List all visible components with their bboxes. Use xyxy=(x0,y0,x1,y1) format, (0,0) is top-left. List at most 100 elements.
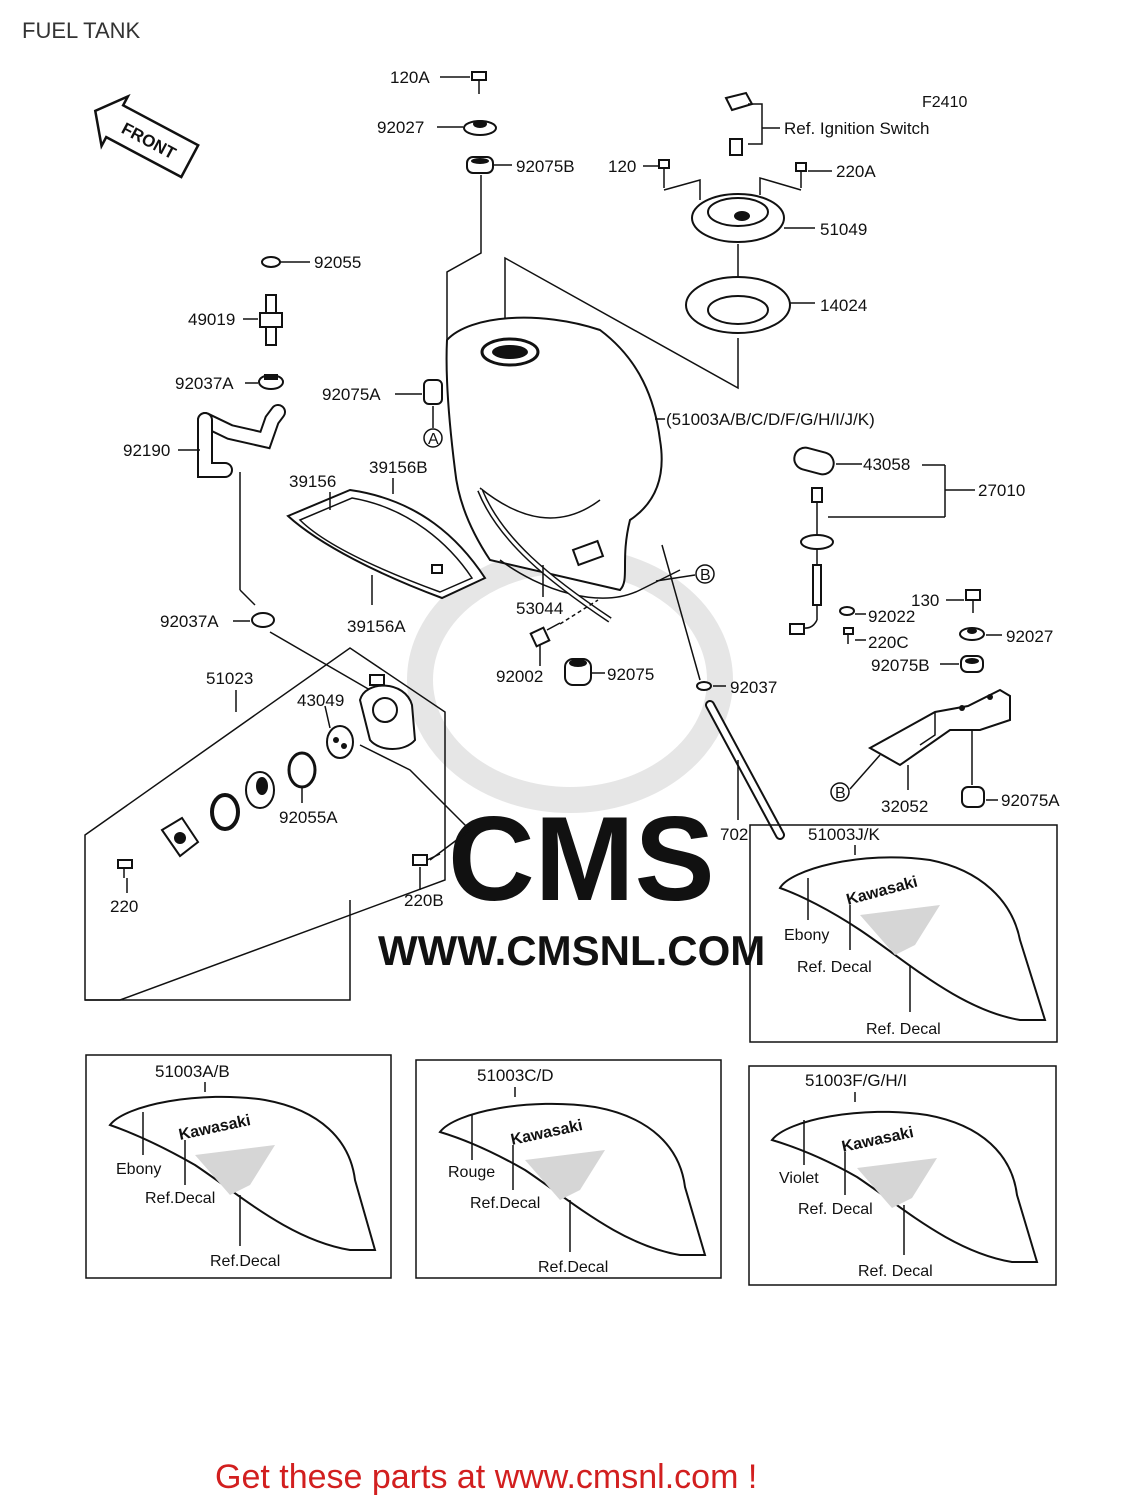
inset-ab-decal2: Ref.Decal xyxy=(210,1253,280,1270)
callout-92027-top: 92027 xyxy=(377,118,424,137)
bracket-32052-icon xyxy=(867,688,1011,767)
callout-92190: 92190 xyxy=(123,441,170,460)
callout-220C: 220C xyxy=(868,633,909,652)
fuel-cock-43049-icon xyxy=(358,674,417,750)
callout-43058: 43058 xyxy=(863,455,910,474)
bolt-120A-icon xyxy=(471,71,487,94)
ref-circle-A-icon xyxy=(423,428,443,448)
inset-cd-title: 51003C/D xyxy=(477,1066,554,1085)
callout-39156B: 39156B xyxy=(369,458,428,477)
diaphragm-43049-icon xyxy=(326,725,354,759)
inset-jk-decal1: Ref. Decal xyxy=(797,959,872,976)
inset-51003JK: 51003J/K Kawasaki Ebony Ref. Decal Ref. … xyxy=(749,824,1058,1043)
callout-27010: 27010 xyxy=(978,481,1025,500)
callout-120A: 120A xyxy=(390,68,430,87)
callout-92037A-bottom: 92037A xyxy=(160,612,219,631)
inset-jk-title: 51003J/K xyxy=(808,825,880,844)
callout-130: 130 xyxy=(911,591,939,610)
callout-92027-right: 92027 xyxy=(1006,627,1053,646)
bolt-92002-icon xyxy=(529,622,561,648)
cap-assembly-51049-icon xyxy=(691,193,785,243)
callout-53044: 53044 xyxy=(516,599,563,618)
callout-92055A: 92055A xyxy=(279,808,338,827)
callout-92055: 92055 xyxy=(314,253,361,272)
screw-220A-icon xyxy=(795,162,807,188)
callout-43049: 43049 xyxy=(297,691,344,710)
watermark-brand: CMS xyxy=(448,792,715,926)
inset-ab-title: 51003A/B xyxy=(155,1062,230,1081)
callout-220B: 220B xyxy=(404,891,444,910)
callout-92075B-right: 92075B xyxy=(871,656,930,675)
washer-92022-icon xyxy=(839,606,855,616)
ref-circle-B2: B xyxy=(835,785,846,802)
watermark: CMS WWW.CMSNL.COM xyxy=(378,547,765,974)
callout-ref-ignition-switch: Ref. Ignition Switch xyxy=(784,119,930,138)
inset-fghi-decal1: Ref. Decal xyxy=(798,1201,873,1218)
callout-702: 702 xyxy=(720,825,748,844)
filter-icon xyxy=(245,771,275,809)
callout-92075A-right: 92075A xyxy=(1001,791,1060,810)
damper-92075A-right-icon xyxy=(961,786,985,808)
damper-92075B-icon xyxy=(466,156,494,174)
inset-51003FGHI: 51003F/G/H/I Kawasaki Violet Ref. Decal … xyxy=(748,1065,1057,1286)
inset-ab-decal1: Ref.Decal xyxy=(145,1190,215,1207)
plate-icon xyxy=(160,816,200,858)
callout-51003-all: (51003A/B/C/D/F/G/H/I/J/K) xyxy=(666,410,875,429)
ignition-key-icon xyxy=(724,91,754,156)
side-cover-39156-icon xyxy=(286,488,487,600)
callout-220A: 220A xyxy=(836,162,876,181)
clamp-92037-icon xyxy=(696,681,712,691)
oring-92055-icon xyxy=(261,256,281,268)
screw-220C-icon xyxy=(843,627,854,644)
clamp-92037A-top-icon xyxy=(258,374,284,390)
callout-51023: 51023 xyxy=(206,669,253,688)
bolt-130-icon xyxy=(965,589,981,613)
screw-220-icon xyxy=(117,859,133,878)
screw-220B-icon xyxy=(412,853,441,866)
callout-49019: 49019 xyxy=(188,310,235,329)
callout-14024: 14024 xyxy=(820,296,867,315)
inset-fghi-color: Violet xyxy=(779,1170,819,1187)
callout-220: 220 xyxy=(110,897,138,916)
cap-92027-right-icon xyxy=(959,627,985,641)
inset-fghi-title: 51003F/G/H/I xyxy=(805,1071,907,1090)
strip-53044-icon xyxy=(477,488,612,623)
fuel-gauge-sender-icon xyxy=(789,487,834,635)
front-arrow-icon: FRONT xyxy=(93,93,200,179)
inset-cd-decal2: Ref.Decal xyxy=(538,1259,608,1276)
gasket-43058-icon xyxy=(793,446,835,476)
callout-32052: 32052 xyxy=(881,797,928,816)
figure-code: F2410 xyxy=(922,94,967,111)
callout-51049: 51049 xyxy=(820,220,867,239)
page-title: FUEL TANK xyxy=(22,18,141,43)
ref-circle-B1: B xyxy=(700,567,711,584)
hose-92190-icon xyxy=(197,404,286,478)
callout-39156: 39156 xyxy=(289,472,336,491)
damper-92075A-left-icon xyxy=(423,379,443,405)
inset-fghi-decal2: Ref. Decal xyxy=(858,1263,933,1280)
damper-92075B-right-icon xyxy=(960,655,984,673)
inset-cd-decal1: Ref.Decal xyxy=(470,1195,540,1212)
ref-circle-B1-icon xyxy=(695,564,715,584)
ref-circle-B2-icon xyxy=(830,782,850,802)
inset-51003CD: 51003C/D Kawasaki Rouge Ref.Decal Ref.De… xyxy=(415,1059,722,1279)
inset-jk-color: Ebony xyxy=(784,927,829,944)
inset-51003AB: 51003A/B Kawasaki Ebony Ref.Decal Ref.De… xyxy=(85,1054,392,1279)
footer-link[interactable]: Get these parts at www.cmsnl.com ! xyxy=(215,1458,757,1496)
cap-92027-icon xyxy=(463,120,497,136)
callout-92075A-left: 92075A xyxy=(322,385,381,404)
callout-39156A: 39156A xyxy=(347,617,406,636)
ref-circle-A: A xyxy=(428,431,439,448)
oring-92055A-icon xyxy=(287,751,317,789)
inset-ab-color: Ebony xyxy=(116,1161,161,1178)
callout-92022: 92022 xyxy=(868,607,915,626)
watermark-url: WWW.CMSNL.COM xyxy=(378,927,765,974)
fuel-tank-icon xyxy=(445,316,681,599)
damper-92075-icon xyxy=(564,658,592,686)
gasket-14024-icon xyxy=(685,276,791,334)
inset-cd-color: Rouge xyxy=(448,1164,495,1181)
callout-92002: 92002 xyxy=(496,667,543,686)
hose-702-icon xyxy=(705,700,785,840)
seal-ring-icon xyxy=(210,793,240,831)
